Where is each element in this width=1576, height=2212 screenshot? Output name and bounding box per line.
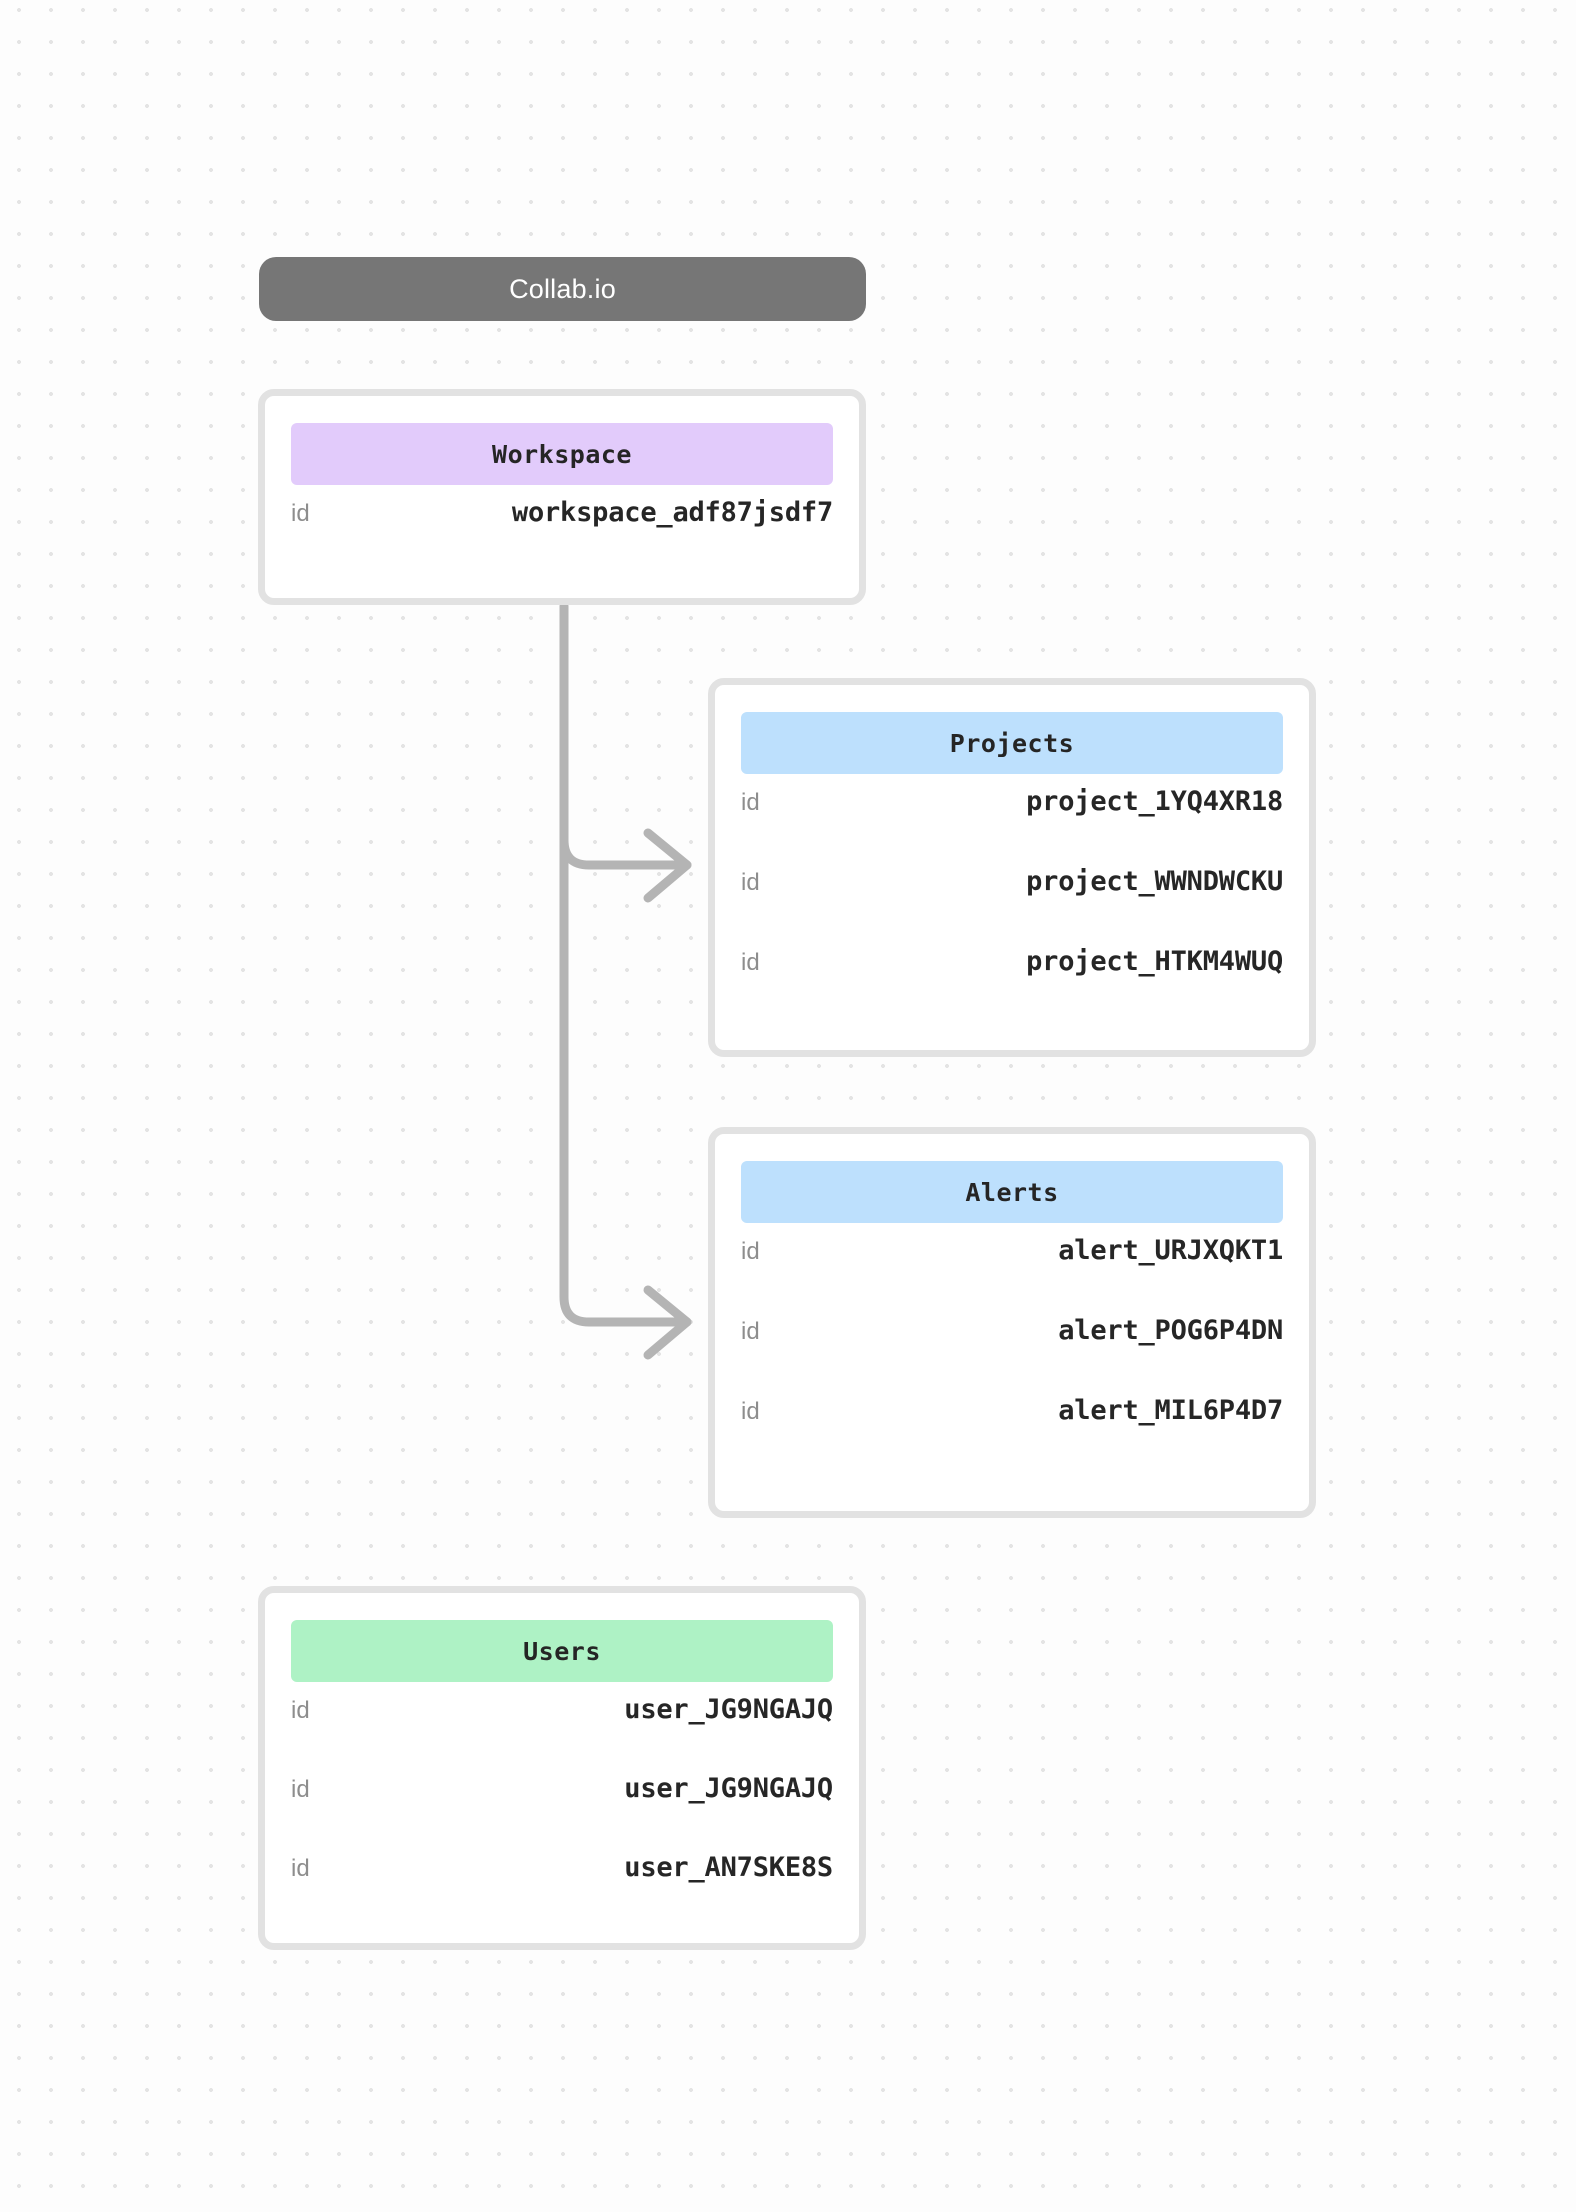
arrowhead-alerts-icon bbox=[643, 1285, 692, 1360]
entity-header-label: Users bbox=[523, 1636, 601, 1666]
row-key: id bbox=[291, 1776, 310, 1803]
entity-header-label: Projects bbox=[949, 728, 1075, 758]
row-value: user_JG9NGAJQ bbox=[624, 1773, 833, 1804]
entity-header-label: Alerts bbox=[965, 1177, 1059, 1207]
row-key: id bbox=[741, 869, 760, 896]
row-key: id bbox=[741, 949, 760, 976]
row-key: id bbox=[291, 1697, 310, 1724]
row-key: id bbox=[741, 1238, 760, 1265]
entity-row[interactable]: id workspace_adf87jsdf7 bbox=[291, 499, 833, 549]
row-value: workspace_adf87jsdf7 bbox=[511, 497, 833, 528]
row-key: id bbox=[741, 789, 760, 816]
entity-row[interactable]: id alert_URJXQKT1 bbox=[741, 1237, 1283, 1317]
arrowhead-projects-icon bbox=[643, 828, 692, 903]
row-key: id bbox=[741, 1318, 760, 1345]
entity-row[interactable]: id project_WWNDWCKU bbox=[741, 868, 1283, 948]
row-value: project_HTKM4WUQ bbox=[1026, 946, 1283, 977]
entity-card-users[interactable]: Users id user_JG9NGAJQ id user_JG9NGAJQ … bbox=[258, 1586, 866, 1950]
entity-card-workspace[interactable]: Workspace id workspace_adf87jsdf7 bbox=[258, 389, 866, 605]
entity-row[interactable]: id user_JG9NGAJQ bbox=[291, 1775, 833, 1854]
entity-row[interactable]: id alert_MIL6P4D7 bbox=[741, 1397, 1283, 1477]
entity-header-workspace: Workspace bbox=[291, 423, 833, 485]
entity-card-alerts[interactable]: Alerts id alert_URJXQKT1 id alert_POG6P4… bbox=[708, 1127, 1316, 1518]
entity-card-projects[interactable]: Projects id project_1YQ4XR18 id project_… bbox=[708, 678, 1316, 1057]
entity-row[interactable]: id project_HTKM4WUQ bbox=[741, 948, 1283, 1028]
connector-workspace-to-projects bbox=[559, 835, 692, 870]
diagram-title-label: Collab.io bbox=[509, 273, 616, 304]
entity-row[interactable]: id user_AN7SKE8S bbox=[291, 1854, 833, 1933]
row-key: id bbox=[291, 500, 310, 527]
entity-header-users: Users bbox=[291, 1620, 833, 1682]
diagram-title-pill[interactable]: Collab.io bbox=[259, 257, 866, 321]
row-value: project_WWNDWCKU bbox=[1026, 866, 1283, 897]
row-value: alert_URJXQKT1 bbox=[1058, 1235, 1283, 1266]
row-key: id bbox=[741, 1398, 760, 1425]
row-value: user_JG9NGAJQ bbox=[624, 1694, 833, 1725]
entity-header-projects: Projects bbox=[741, 712, 1283, 774]
connector-workspace-to-alerts bbox=[559, 601, 692, 1327]
row-key: id bbox=[291, 1855, 310, 1882]
entity-header-label: Workspace bbox=[492, 439, 632, 469]
row-value: alert_POG6P4DN bbox=[1058, 1315, 1283, 1346]
row-value: alert_MIL6P4D7 bbox=[1058, 1395, 1283, 1426]
entity-row[interactable]: id user_JG9NGAJQ bbox=[291, 1696, 833, 1775]
row-value: project_1YQ4XR18 bbox=[1026, 786, 1283, 817]
entity-row[interactable]: id project_1YQ4XR18 bbox=[741, 788, 1283, 868]
entity-header-alerts: Alerts bbox=[741, 1161, 1283, 1223]
entity-row[interactable]: id alert_POG6P4DN bbox=[741, 1317, 1283, 1397]
row-value: user_AN7SKE8S bbox=[624, 1852, 833, 1883]
